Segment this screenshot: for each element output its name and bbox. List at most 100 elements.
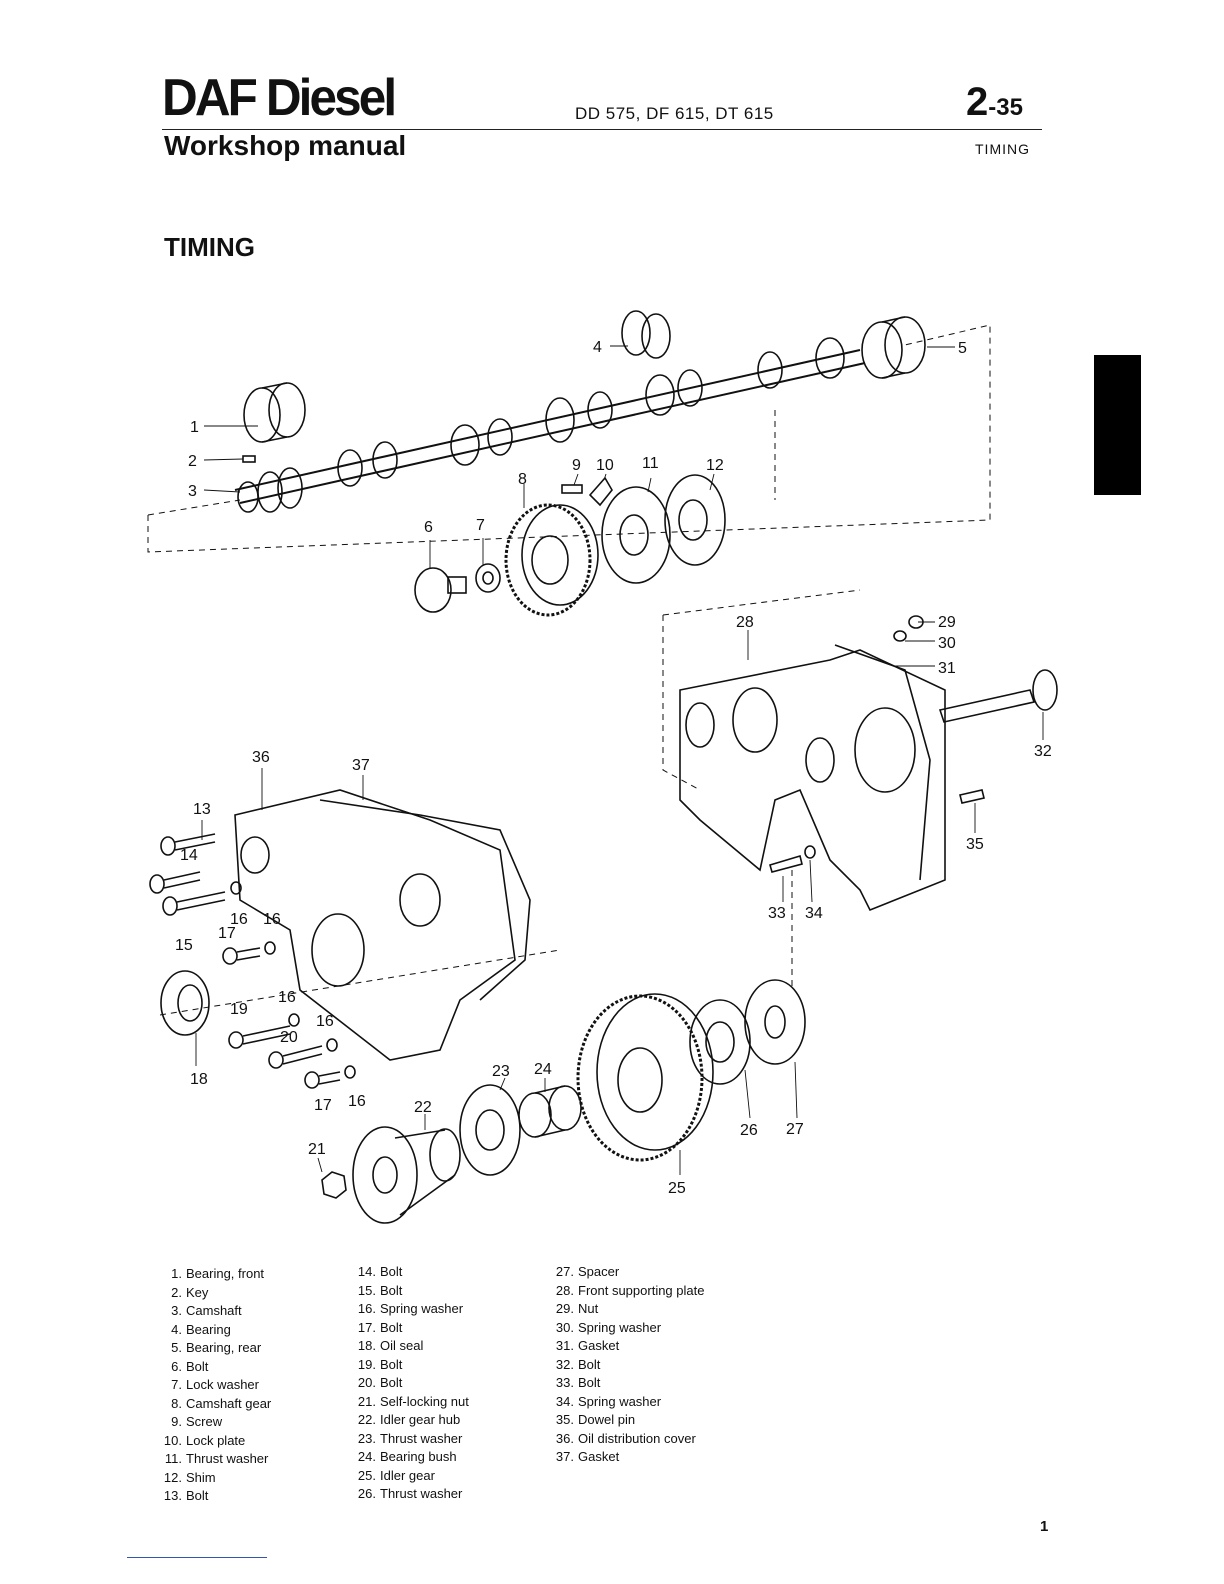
legend-number: 4. (171, 1321, 182, 1337)
legend-text: Bolt (186, 1488, 209, 1503)
legend-item: 6.Bolt (160, 1358, 271, 1377)
callout-16b: 16 (263, 911, 281, 928)
callout-11: 11 (642, 455, 659, 472)
legend-text: Screw (186, 1414, 223, 1429)
legend-item: 27.Spacer (552, 1263, 704, 1282)
callout-28: 28 (736, 614, 754, 631)
legend-number: 5. (171, 1340, 182, 1355)
legend-item: 20. Bolt (354, 1374, 469, 1393)
legend-number: 17. (357, 1319, 376, 1335)
legend-text: Spring washer (578, 1319, 662, 1335)
callout-8: 8 (518, 471, 527, 488)
self-locking-nut (321, 1171, 347, 1199)
legend-item: 22.Idler gear hub (354, 1411, 469, 1430)
callout-26: 26 (740, 1122, 758, 1139)
legend-text: Bearing, front (186, 1266, 265, 1281)
legend-text: Front supporting plate (578, 1282, 705, 1298)
legend-text: Bolt (186, 1358, 209, 1374)
callout-2: 2 (188, 453, 197, 470)
callout-35: 35 (966, 836, 984, 853)
page-heading: TIMING (164, 232, 255, 262)
legend-number: 37. (555, 1449, 574, 1464)
legend-text: Lock washer (186, 1377, 259, 1392)
legend-number: 34. (555, 1393, 574, 1409)
callout-14: 14 (180, 847, 198, 864)
manual-subtitle: Workshop manual (164, 130, 407, 161)
legend-item: 11.Thrust washer (160, 1450, 271, 1469)
cover-bolts (149, 833, 226, 916)
legend-text: Bolt (380, 1319, 403, 1335)
callout-17a: 17 (218, 925, 236, 942)
callout-21: 21 (308, 1141, 326, 1158)
callout-31: 31 (938, 660, 956, 677)
callout-7: 7 (476, 517, 485, 534)
idler-gear-hub (352, 1126, 461, 1224)
callout-4: 4 (593, 339, 602, 356)
legend-number: 20. (357, 1375, 376, 1390)
callout-30: 30 (938, 635, 956, 652)
oil-seal (160, 970, 210, 1036)
legend-item: 19.Bolt (354, 1356, 469, 1375)
thrust-washer-idler-rear (689, 999, 751, 1085)
legend-number: 24. (357, 1449, 376, 1464)
legend-item: 5.Bearing, rear (160, 1339, 271, 1358)
legend-number: 33. (555, 1375, 574, 1390)
legend-text: Camshaft (186, 1303, 242, 1318)
legend-number: 35. (555, 1412, 574, 1427)
callout-19: 19 (230, 1001, 248, 1018)
legend-number: 16. (357, 1301, 376, 1316)
legend-item: 21.Self-locking nut (354, 1393, 469, 1412)
legend-item: 1. Bearing, front (160, 1265, 271, 1284)
legend-number: 12. (163, 1469, 182, 1485)
small-bolts (222, 881, 356, 1089)
legend-item: 10.Lock plate (160, 1432, 271, 1451)
legend-text: Spring washer (578, 1393, 662, 1409)
callout-32: 32 (1034, 743, 1052, 760)
legend-text: Bolt (380, 1375, 403, 1390)
legend-text: Gasket (578, 1338, 620, 1353)
legend-item: 7.Lock washer (160, 1376, 271, 1395)
section-label: TIMING (975, 141, 1030, 157)
legend-number: 36. (555, 1430, 574, 1446)
legend-number: 1. (171, 1266, 182, 1281)
legend-text: Nut (578, 1301, 599, 1316)
callout-9: 9 (572, 457, 581, 474)
gasket-plate (834, 644, 931, 881)
legend-text: Idler gear hub (380, 1412, 461, 1427)
front-supporting-plate (679, 649, 946, 912)
callout-10: 10 (596, 457, 614, 474)
chapter-thumb-tab (1094, 355, 1141, 495)
legend-text: Thrust washer (380, 1486, 463, 1501)
legend-number: 27. (555, 1264, 574, 1279)
legend-number: 31. (555, 1338, 574, 1353)
callout-1: 1 (190, 419, 199, 436)
bearing-rear (861, 316, 926, 379)
legend-text: Bolt (380, 1282, 403, 1298)
idler-gear (576, 993, 714, 1162)
footer-page-number: 1 (1040, 1518, 1049, 1535)
legend-text: Self-locking nut (380, 1393, 469, 1409)
header-rule (162, 129, 1042, 130)
legend-item: 31. Gasket (552, 1337, 704, 1356)
key (242, 455, 256, 463)
legend-number: 15. (357, 1282, 376, 1298)
lock-washer (475, 563, 501, 593)
callout-20: 20 (280, 1029, 298, 1046)
callout-22: 22 (414, 1099, 432, 1116)
legend-item: 25.Idler gear (354, 1467, 469, 1486)
legend-item: 4.Bearing (160, 1321, 271, 1340)
legend-item: 15.Bolt (354, 1282, 469, 1301)
callout-24: 24 (534, 1061, 552, 1078)
legend-item: 37.Gasket (552, 1448, 704, 1467)
page-number-sub: -35 (988, 94, 1023, 121)
legend-item: 30.Spring washer (552, 1319, 704, 1338)
legend-number: 6. (171, 1358, 182, 1374)
legend-text: Camshaft gear (186, 1395, 272, 1411)
callout-17b: 17 (314, 1097, 332, 1114)
page-number-chapter: 2 (966, 80, 989, 124)
legend-number: 10. (163, 1432, 182, 1448)
legend-text: Bolt (578, 1356, 601, 1372)
callout-18: 18 (190, 1071, 208, 1088)
assembly-guide-lines (147, 324, 991, 1016)
